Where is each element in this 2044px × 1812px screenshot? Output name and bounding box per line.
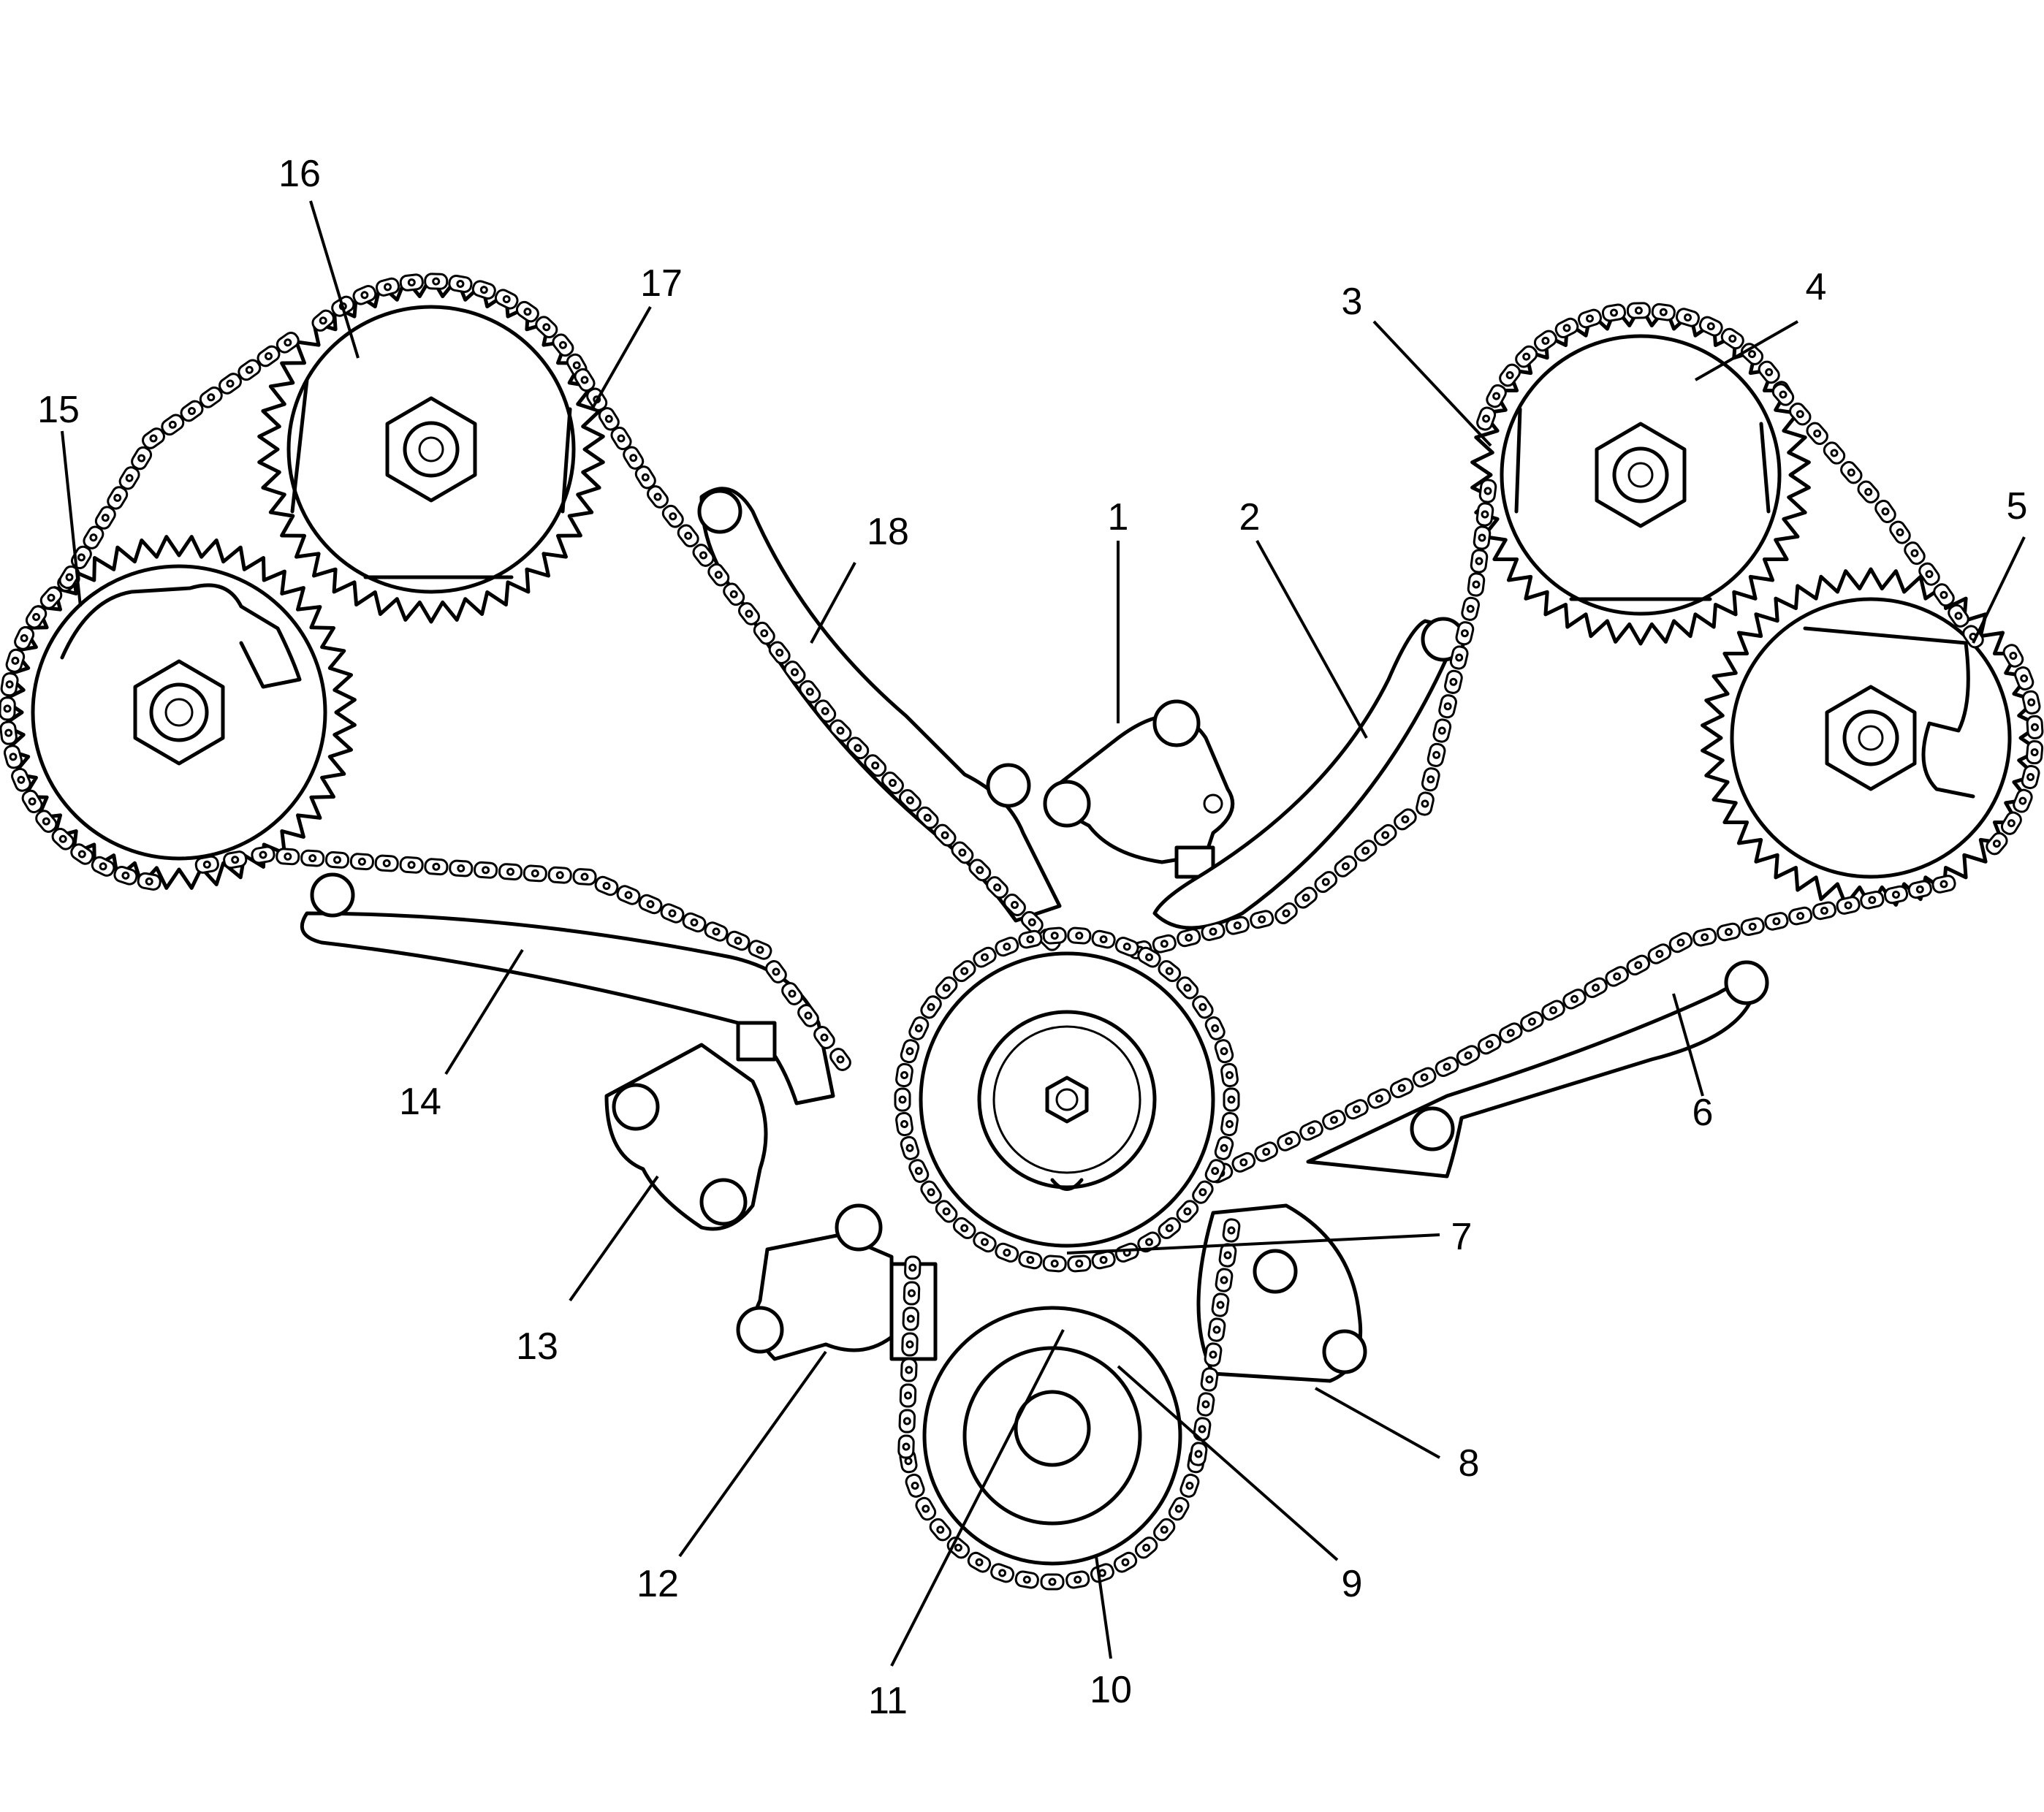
callout-6: 6 (1692, 1092, 1714, 1134)
left-upper-chain-guide (697, 487, 1062, 923)
left-lower-chain-guide (300, 872, 835, 1105)
callout-10: 10 (1090, 1669, 1132, 1711)
callout-labels: 1 2 3 4 5 6 7 8 9 10 11 12 13 14 15 16 1… (37, 153, 2027, 1722)
callout-3: 3 (1342, 281, 1363, 323)
primary-chain-guide (1196, 1203, 1367, 1383)
crankshaft-sprocket (919, 951, 1215, 1248)
callout-5: 5 (2007, 485, 2028, 528)
left-tensioner-assembly (604, 1021, 777, 1231)
idler-sprocket (922, 1306, 1182, 1566)
callout-12: 12 (637, 1563, 679, 1605)
callout-14: 14 (399, 1081, 441, 1123)
callout-15: 15 (37, 389, 80, 431)
right-exhaust-camshaft-sprocket (1701, 567, 2041, 909)
callout-2: 2 (1239, 496, 1261, 538)
callout-11: 11 (868, 1680, 908, 1722)
callout-16: 16 (278, 153, 321, 195)
callout-13: 13 (516, 1325, 558, 1368)
callout-9: 9 (1342, 1563, 1363, 1605)
left-exhaust-camshaft-sprocket (1, 535, 357, 890)
callout-7: 7 (1451, 1216, 1473, 1258)
callout-1: 1 (1108, 496, 1129, 538)
callout-4: 4 (1806, 266, 1827, 308)
right-tensioner-assembly (1043, 699, 1235, 879)
right-intake-camshaft-sprocket (1470, 304, 1811, 646)
callout-8: 8 (1459, 1442, 1480, 1485)
callout-18: 18 (867, 511, 909, 553)
right-lower-chain-guide (1306, 960, 1769, 1179)
callout-17: 17 (640, 262, 683, 305)
callout-leaders (61, 200, 2026, 1667)
timing-chains (0, 273, 2044, 1591)
primary-chain-tensioner (736, 1203, 938, 1361)
left-intake-camshaft-sprocket (257, 275, 605, 624)
